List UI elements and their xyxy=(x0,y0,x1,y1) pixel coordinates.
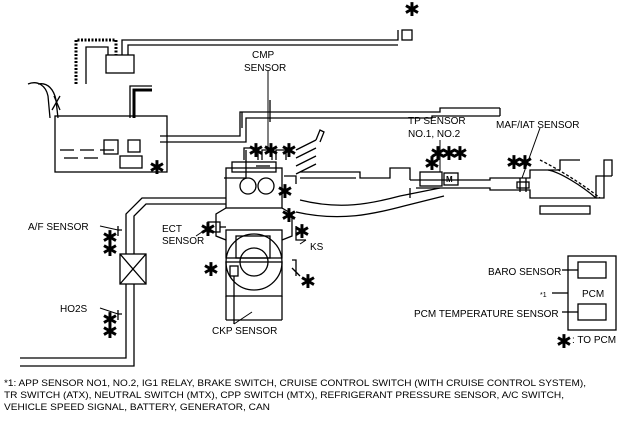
throttle-motor-label: M xyxy=(446,175,453,184)
marker-ckp: ✱ xyxy=(203,260,219,281)
legend: ✱ : TO PCM xyxy=(556,332,616,353)
pcm-temp-sensor-label: PCM TEMPERATURE SENSOR xyxy=(414,309,559,320)
marker-maf-1: ✱ xyxy=(506,153,522,174)
marker-injector-2: ✱ xyxy=(281,206,297,227)
maf-iat-unit xyxy=(516,178,530,192)
intake-tubes xyxy=(160,107,613,218)
marker-ect: ✱ xyxy=(200,220,216,241)
ckp-sensor-label: CKP SENSOR xyxy=(212,326,277,337)
pcm-label: PCM xyxy=(582,289,604,300)
pcm-ref-label: *1 xyxy=(540,292,547,299)
ckp-sensor-unit xyxy=(229,265,239,324)
maf-iat-label: MAF/IAT SENSOR xyxy=(496,120,580,131)
throttle-body xyxy=(419,171,459,187)
labels-group: CMP SENSOR TP SENSOR NO.1, NO.2 MAF/IAT … xyxy=(28,50,604,337)
footnote-line1: *1: APP SENSOR NO1, NO.2, IG1 RELAY, BRA… xyxy=(4,378,586,389)
ect-sensor-label-line2: SENSOR xyxy=(162,236,204,247)
baro-sensor-label: BARO SENSOR xyxy=(488,267,561,278)
footnote-line2: TR SWITCH (ATX), NEUTRAL SWITCH (MTX), C… xyxy=(4,390,564,401)
footnote: *1: APP SENSOR NO1, NO.2, IG1 RELAY, BRA… xyxy=(4,378,586,413)
marker-ks: ✱ xyxy=(294,222,310,243)
engine-block xyxy=(215,112,301,321)
pcm-box xyxy=(552,255,617,331)
fuel-tank xyxy=(27,82,168,173)
marker-crank-right: ✱ xyxy=(300,272,316,293)
legend-symbol: ✱ xyxy=(556,332,572,353)
injector-rail xyxy=(243,100,325,184)
marker-canister: ✱ xyxy=(404,0,420,21)
marker-tp-4: ✱ xyxy=(452,144,468,165)
cmp-label-line2: SENSOR xyxy=(244,63,286,74)
marker-ho2s-2: ✱ xyxy=(102,322,118,343)
ks-label: KS xyxy=(310,242,324,253)
ect-sensor-unit xyxy=(207,221,226,233)
marker-tank: ✱ xyxy=(149,158,165,179)
marker-cmp-2: ✱ xyxy=(263,141,279,162)
af-sensor-label: A/F SENSOR xyxy=(28,222,89,233)
exhaust-pipe xyxy=(20,197,226,367)
ho2s-label: HO2S xyxy=(60,304,88,315)
marker-tp-3: ✱ xyxy=(441,144,457,165)
leader-lines xyxy=(99,70,541,325)
marker-injector-1: ✱ xyxy=(277,182,293,203)
marker-af-2: ✱ xyxy=(102,240,118,261)
evap-canister xyxy=(74,29,413,118)
legend-text: : TO PCM xyxy=(572,335,616,346)
tp-sensor-label-line1: TP SENSOR xyxy=(408,116,466,127)
marker-maf-2: ✱ xyxy=(517,153,533,174)
marker-cmp-1: ✱ xyxy=(248,141,264,162)
marker-ho2s-1: ✱ xyxy=(102,310,118,331)
marker-cmp-3: ✱ xyxy=(281,141,297,162)
to-pcm-markers: ✱ ✱ ✱ ✱ ✱ ✱ ✱ ✱ ✱ ✱ ✱ ✱ ✱ ✱ ✱ ✱ ✱ ✱ ✱ ✱ … xyxy=(102,0,533,343)
ect-sensor-label-line1: ECT xyxy=(162,224,182,235)
marker-af-1: ✱ xyxy=(102,228,118,249)
ks-pointer xyxy=(295,226,306,241)
cmp-label-line1: CMP xyxy=(252,50,275,61)
marker-tp-1: ✱ xyxy=(424,154,440,175)
footnote-line3: VEHICLE SPEED SIGNAL, BATTERY, GENERATOR… xyxy=(4,402,270,413)
diagram-lines xyxy=(20,29,617,367)
marker-tp-2: ✱ xyxy=(430,144,446,165)
tp-sensor-label-line2: NO.1, NO.2 xyxy=(408,129,461,140)
